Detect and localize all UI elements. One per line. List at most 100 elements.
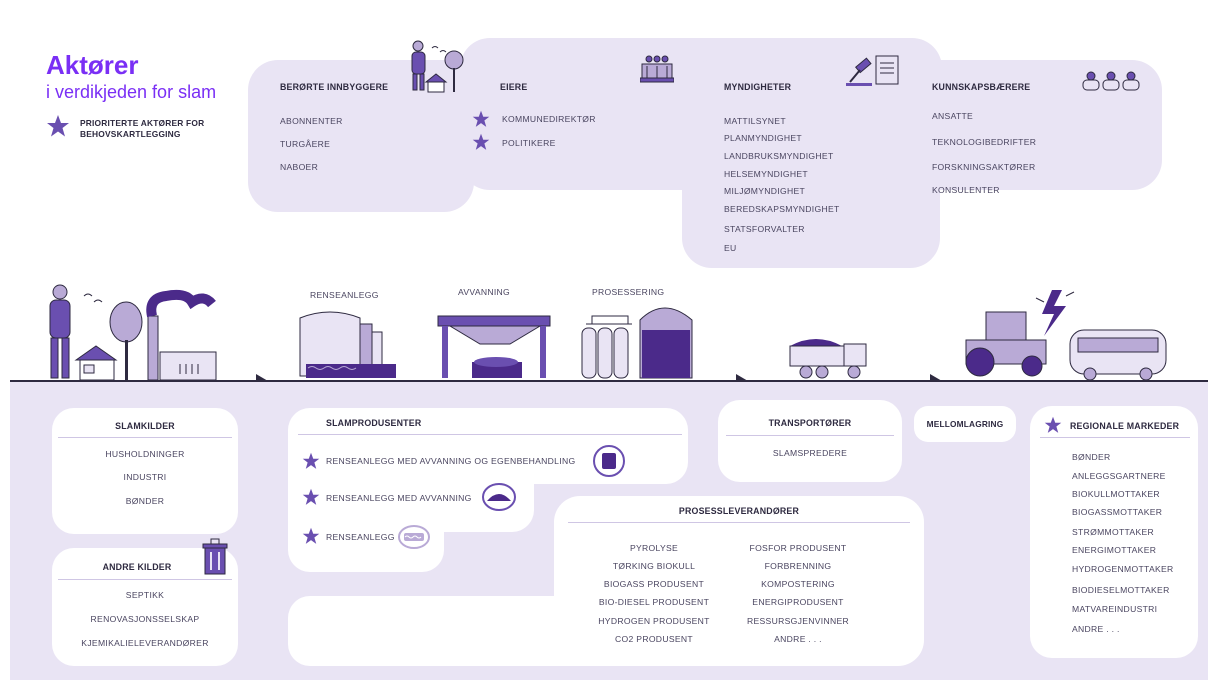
regionale-heading: REGIONALE MARKEDER xyxy=(1070,421,1180,431)
prosess-left-item-4: HYDROGEN PRODUSENT xyxy=(598,616,710,626)
kunnskap-item-1: TEKNOLOGIBEDRIFTER xyxy=(932,137,1037,147)
truck-illustration xyxy=(789,339,867,379)
regionale-item-8: MATVAREINDUSTRI xyxy=(1072,604,1158,614)
slamprodusent-item-0: RENSEANLEGG MED AVVANNING OG EGENBEHANDL… xyxy=(326,456,576,466)
eiere-star-icon-0 xyxy=(472,110,490,127)
stage-label-prosessering: PROSESSERING xyxy=(592,287,665,297)
slamprodusent-star-icon-1 xyxy=(302,488,320,505)
prosess-left-item-1: TØRKING BIOKULL xyxy=(612,561,696,571)
slamkilder-item-0: HUSHOLDNINGER xyxy=(105,449,185,459)
berorte-heading: BERØRTE INNBYGGERE xyxy=(280,82,389,92)
processing-tanks-illustration xyxy=(581,307,693,379)
prosess-right-item-4: RESSURSGJENVINNER xyxy=(746,616,850,626)
trash-bin-icon xyxy=(202,538,228,575)
myndigheter-item-7: EU xyxy=(724,243,737,253)
divider xyxy=(1040,437,1190,438)
prosess-right-item-3: ENERGIPRODUSENT xyxy=(752,597,844,607)
berorte-item-2: NABOER xyxy=(280,162,319,172)
divider xyxy=(726,435,894,436)
eiere-star-icon-1 xyxy=(472,133,490,150)
sludge-pile-circle-icon xyxy=(482,483,516,511)
prosess-left-item-2: BIOGASS PRODUSENT xyxy=(603,579,705,589)
water-waves-circle-icon xyxy=(398,525,430,549)
person-house-tree-icon xyxy=(411,40,464,93)
berorte-item-0: ABONNENTER xyxy=(280,116,343,126)
eiere-item-0: KOMMUNEDIREKTØR xyxy=(502,114,596,124)
page-subtitle: i verdikjeden for slam xyxy=(46,82,217,102)
slamprodusent-star-icon-0 xyxy=(302,452,320,469)
kunnskap-item-0: ANSATTE xyxy=(932,111,974,121)
slamkilder-item-2: BØNDER xyxy=(125,496,165,506)
kunnskap-item-2: FORSKNINGSAKTØRER xyxy=(932,162,1036,172)
regionale-item-1: ANLEGGSGARTNERE xyxy=(1072,471,1166,481)
andre-kilder-item-1: RENOVASJONSSELSKAP xyxy=(90,614,200,624)
container-circle-icon xyxy=(593,445,625,477)
priority-legend-line-2: BEHOVSKARTLEGGING xyxy=(80,128,181,139)
mellomlagring-card xyxy=(914,406,1016,442)
regionale-item-0: BØNDER xyxy=(1072,452,1111,462)
eiere-heading: EIERE xyxy=(500,82,528,92)
regionale-card xyxy=(1030,406,1198,658)
slamprodusent-item-2: RENSEANLEGG xyxy=(326,532,395,542)
regionale-item-2: BIOKULLMOTTAKER xyxy=(1072,489,1160,499)
regionale-item-9: ANDRE . . . xyxy=(1072,624,1120,634)
slamkilder-heading: SLAMKILDER xyxy=(115,421,175,431)
prosess-right-item-5: ANDRE . . . xyxy=(774,634,822,644)
regionale-item-7: BIODIESELMOTTAKER xyxy=(1072,585,1170,595)
gavel-document-icon xyxy=(846,55,899,86)
council-building-icon xyxy=(640,55,674,83)
andre-kilder-heading: ANDRE KILDER xyxy=(102,562,172,572)
myndigheter-item-2: LANDBRUKSMYNDIGHET xyxy=(724,151,834,161)
divider xyxy=(58,437,232,438)
tractor-bus-illustration xyxy=(965,290,1167,381)
andre-kilder-item-2: KJEMIKALIELEVERANDØRER xyxy=(81,638,209,648)
treatment-plant-illustration xyxy=(299,311,396,378)
regionale-item-5: ENERGIMOTTAKER xyxy=(1072,545,1157,555)
household-factory-illustration xyxy=(49,284,217,381)
berorte-item-1: TURGÅERE xyxy=(280,139,331,149)
stage-label-avvanning: AVVANNING xyxy=(458,287,511,297)
prosess-right-item-0: FOSFOR PRODUSENT xyxy=(749,543,847,553)
divider xyxy=(58,579,232,580)
prosess-right-item-1: FORBRENNING xyxy=(764,561,832,571)
myndigheter-item-3: HELSEMYNDIGHET xyxy=(724,169,808,179)
priority-legend-line-1: PRIORITERTE AKTØRER FOR xyxy=(80,118,205,128)
divider xyxy=(298,434,682,435)
prosess-left-item-3: BIO-DIESEL PRODUSENT xyxy=(598,597,710,607)
value-chain-line xyxy=(10,380,1208,382)
andre-kilder-item-0: SEPTIKK xyxy=(125,590,165,600)
myndigheter-item-4: MILJØMYNDIGHET xyxy=(724,186,806,196)
myndigheter-item-5: BEREDSKAPSMYNDIGHET xyxy=(724,204,840,214)
myndigheter-item-0: MATTILSYNET xyxy=(724,116,786,126)
prosess-heading: PROSESSLEVERANDØRER xyxy=(678,506,800,516)
stage-label-renseanlegg: RENSEANLEGG xyxy=(310,290,379,300)
regionale-item-4: STRØMMOTTAKER xyxy=(1072,527,1155,537)
myndigheter-item-1: PLANMYNDIGHET xyxy=(724,133,802,143)
regionale-item-3: BIOGASSMOTTAKER xyxy=(1072,507,1163,517)
slamkilder-item-1: INDUSTRI xyxy=(123,472,167,482)
eiere-item-1: POLITIKERE xyxy=(502,138,556,148)
transportorer-card xyxy=(718,400,902,482)
prosess-left-item-5: CO2 PRODUSENT xyxy=(615,634,693,644)
slamprodusenter-heading: SLAMPRODUSENTER xyxy=(326,418,422,428)
priority-star-icon xyxy=(47,115,69,137)
priority-legend: PRIORITERTE AKTØRER FOR BEHOVSKARTLEGGIN… xyxy=(80,118,204,140)
regionale-item-6: HYDROGENMOTTAKER xyxy=(1072,564,1174,574)
regionale-star-icon xyxy=(1044,416,1062,433)
page-title: Aktører xyxy=(46,50,139,80)
transportorer-heading: TRANSPORTØRER xyxy=(768,418,852,428)
slamprodusent-item-1: RENSEANLEGG MED AVVANNING xyxy=(326,493,472,503)
myndigheter-item-6: STATSFORVALTER xyxy=(724,224,805,234)
prosess-card-top xyxy=(554,496,924,666)
mellomlagring-heading: MELLOMLAGRING xyxy=(926,419,1004,429)
dewatering-illustration xyxy=(437,315,551,378)
people-group-icon xyxy=(1082,71,1140,91)
prosess-right-item-2: KOMPOSTERING xyxy=(761,579,835,589)
slamkilder-card xyxy=(52,408,238,534)
prosess-left-item-0: PYROLYSE xyxy=(629,543,679,553)
kunnskap-heading: KUNNSKAPSBÆRERE xyxy=(932,82,1031,92)
transportorer-item-0: SLAMSPREDERE xyxy=(772,448,848,458)
prosess-card-left xyxy=(288,596,588,666)
slamprodusent-star-icon-2 xyxy=(302,527,320,544)
divider xyxy=(568,522,910,523)
